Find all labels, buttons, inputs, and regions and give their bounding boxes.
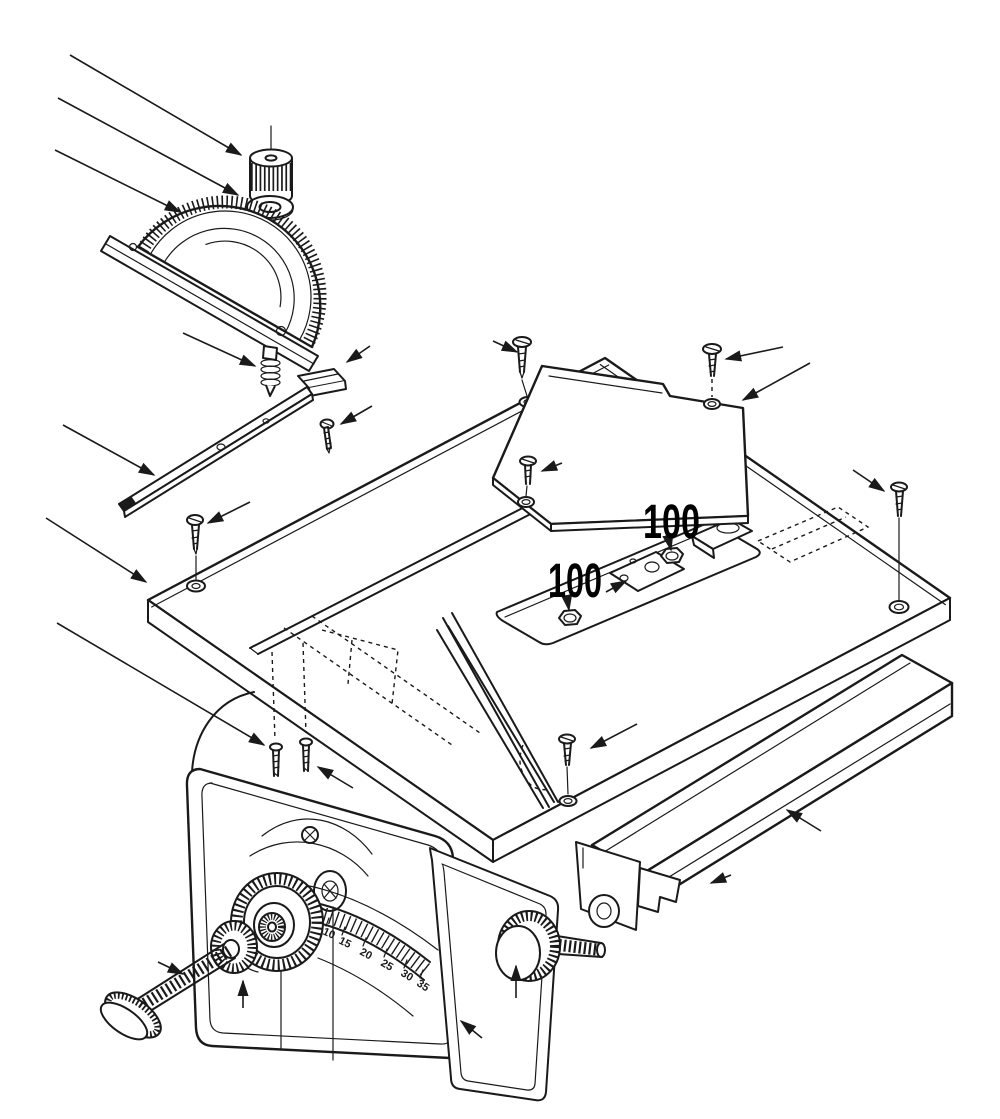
hidden-edges xyxy=(271,506,870,791)
callout-100-upper: 100 xyxy=(643,496,700,549)
table-side-right xyxy=(492,597,951,863)
knurled-bushing xyxy=(210,920,258,974)
callout-arrows xyxy=(157,332,886,1039)
miter-bar xyxy=(118,386,314,518)
tilt-arm xyxy=(249,818,373,877)
screw-table-right xyxy=(890,481,908,601)
screw-table-front xyxy=(558,733,576,795)
sliding-table-seam xyxy=(442,612,559,808)
screw-table-back-left xyxy=(512,336,532,397)
scale-tick-15: 15 xyxy=(337,935,353,951)
miter-small-screw xyxy=(319,418,335,454)
screw-table-left xyxy=(186,514,204,580)
elevation-handwheel xyxy=(230,872,324,973)
elevation-screw-rod xyxy=(99,943,236,1041)
scale-tick-30: 30 xyxy=(398,967,415,984)
screws xyxy=(186,336,908,795)
hex-nut-lower xyxy=(558,609,582,626)
saw-table xyxy=(146,356,952,863)
pivot-bolt-spring xyxy=(260,345,281,397)
hex-nut-upper xyxy=(660,547,684,564)
screw-cover-plate-right xyxy=(702,343,722,397)
miter-lock-knob xyxy=(249,125,293,206)
scale-tick-35: 35 xyxy=(414,978,431,995)
fence-clamp xyxy=(575,841,681,931)
scale-tick-25: 25 xyxy=(379,957,396,974)
callout-100-lower: 100 xyxy=(548,555,602,608)
clamp-thumbscrew xyxy=(495,910,606,982)
part-labels: 100 100 xyxy=(548,496,700,608)
miter-gauge-assembly xyxy=(100,125,347,518)
blade-cover-plate xyxy=(491,364,750,532)
protractor-head xyxy=(100,195,327,372)
screw-housing-left xyxy=(269,742,283,777)
insert-slot-bracket xyxy=(691,518,753,559)
leader-lines xyxy=(45,54,266,746)
scale-tick-20: 20 xyxy=(358,946,374,962)
base-housing: 10 15 20 25 30 35 xyxy=(99,625,560,1102)
screw-cover-plate-left xyxy=(519,455,537,497)
screw-housing-right xyxy=(299,737,313,772)
